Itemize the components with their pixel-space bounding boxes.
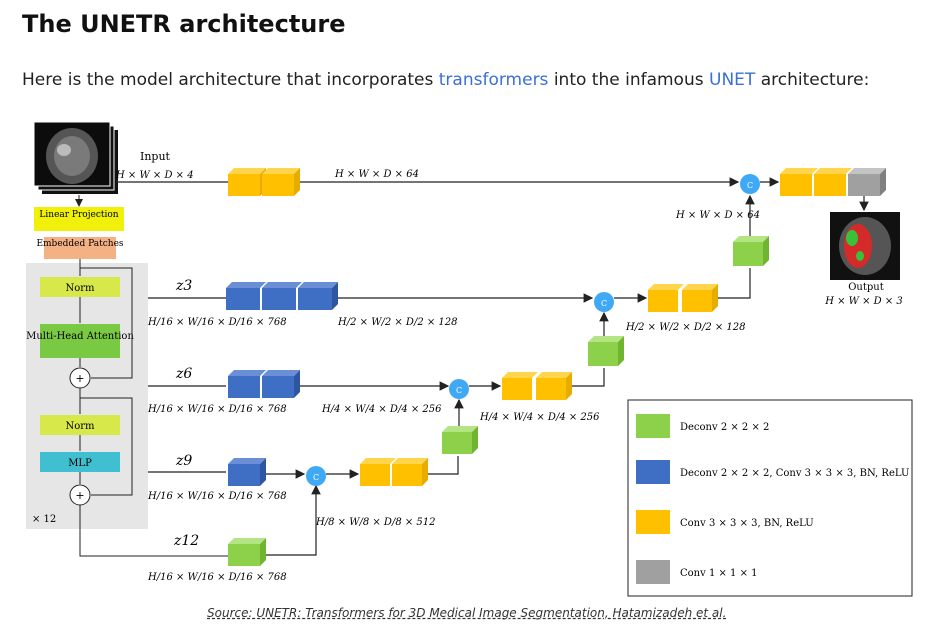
repeat-label: × 12 — [32, 514, 56, 525]
legend-item-deconv: Deconv 2 × 2 × 2 — [636, 414, 769, 438]
legend-label-deconv-conv: Deconv 2 × 2 × 2, Conv 3 × 3 × 3, BN, Re… — [680, 468, 909, 479]
shape-512: H/8 × W/8 × D/8 × 512 — [315, 517, 436, 528]
legend-item-deconv-conv: Deconv 2 × 2 × 2, Conv 3 × 3 × 3, BN, Re… — [636, 460, 909, 484]
z12-deconv-block — [228, 538, 266, 566]
concat-node-2-label: C — [456, 386, 462, 395]
z3-blue-blocks — [226, 282, 338, 310]
transformer-block — [26, 263, 148, 529]
legend-swatch-deconv-conv — [636, 460, 670, 484]
intro-paragraph: Here is the model architecture that inco… — [22, 70, 869, 90]
top-shape: H × W × D × 64 — [334, 169, 419, 180]
deconv-block-3 — [588, 336, 624, 366]
deconv-block-4 — [733, 236, 769, 266]
legend-box — [627, 399, 913, 597]
output-label: Output — [848, 282, 884, 293]
mha-label: Multi-Head Attention — [26, 331, 134, 342]
decoder-128-blocks — [648, 284, 718, 312]
legend-item-conv: Conv 3 × 3 × 3, BN, ReLU — [636, 510, 814, 534]
shape-256-b: H/4 × W/4 × D/4 × 256 — [479, 412, 600, 423]
concat-node-3: C — [594, 292, 614, 312]
top-right-shape: H × W × D × 64 — [675, 210, 760, 221]
intro-text-3: architecture: — [755, 70, 870, 90]
norm1-label: Norm — [65, 283, 95, 294]
output-blocks — [780, 168, 886, 196]
source-citation-link[interactable]: Source: UNETR: Transformers for 3D Medic… — [207, 606, 727, 620]
decoder-512-blocks — [360, 458, 428, 486]
legend-item-conv1x1: Conv 1 × 1 × 1 — [636, 560, 758, 584]
mlp-label: MLP — [68, 458, 92, 469]
mlp-box — [40, 452, 120, 472]
concat-node-4: C — [740, 174, 760, 194]
legend-label-conv1x1: Conv 1 × 1 × 1 — [680, 568, 758, 579]
top-conv-blocks — [228, 168, 300, 196]
output-segmentation-image — [830, 212, 900, 280]
legend-label-conv: Conv 3 × 3 × 3, BN, ReLU — [680, 518, 814, 529]
deconv-block-2 — [442, 426, 478, 454]
concat-node-4-label: C — [747, 181, 753, 190]
transformers-link[interactable]: transformers — [438, 70, 549, 90]
intro-text-1: Here is the model architecture that inco… — [22, 70, 439, 90]
z12-label: z12 — [173, 533, 199, 549]
z6-label: z6 — [175, 366, 192, 382]
z9-blue-block — [228, 458, 266, 486]
legend-swatch-conv — [636, 510, 670, 534]
add-node-2-label: + — [75, 489, 84, 502]
page-title: The UNETR architecture — [22, 10, 346, 38]
concat-node-1-label: C — [313, 473, 319, 482]
legend-label-deconv: Deconv 2 × 2 × 2 — [680, 422, 769, 433]
z9-label: z9 — [175, 453, 192, 469]
shape-128-b: H/2 × W/2 × D/2 × 128 — [625, 322, 746, 333]
concat-node-3-label: C — [601, 299, 607, 308]
unet-link[interactable]: UNET — [709, 70, 756, 90]
shape-256-a: H/4 × W/4 × D/4 × 256 — [321, 404, 442, 415]
embedded-patches-box — [44, 237, 116, 259]
shape-128-a: H/2 × W/2 × D/2 × 128 — [337, 317, 458, 328]
legend-swatch-deconv — [636, 414, 670, 438]
mha-box — [40, 324, 120, 358]
norm2-label: Norm — [65, 421, 95, 432]
norm2-box — [40, 415, 120, 435]
add-node-1-label: + — [75, 372, 84, 385]
linear-projection-box — [34, 207, 124, 231]
input-scan-image — [33, 121, 118, 194]
concat-node-2: C — [449, 379, 469, 399]
intro-text-2: into the infamous — [548, 70, 709, 90]
legend-swatch-conv1x1 — [636, 560, 670, 584]
embedded-patches-label: Embedded Patches — [36, 239, 123, 249]
norm1-box — [40, 277, 120, 297]
input-label: Input — [140, 150, 171, 163]
z6-blue-blocks — [228, 370, 300, 398]
output-shape: H × W × D × 3 — [824, 296, 903, 307]
shape-768-b: H/16 × W/16 × D/16 × 768 — [147, 404, 287, 415]
linear-projection-label: Linear Projection — [39, 210, 118, 220]
shape-768-c: H/16 × W/16 × D/16 × 768 — [147, 491, 287, 502]
decoder-256-blocks — [502, 372, 572, 400]
z3-label: z3 — [175, 278, 192, 294]
shape-768-d: H/16 × W/16 × D/16 × 768 — [147, 572, 287, 583]
input-shape: H × W × D × 4 — [115, 170, 194, 181]
concat-node-1: C — [306, 466, 326, 486]
shape-768-a: H/16 × W/16 × D/16 × 768 — [147, 317, 287, 328]
